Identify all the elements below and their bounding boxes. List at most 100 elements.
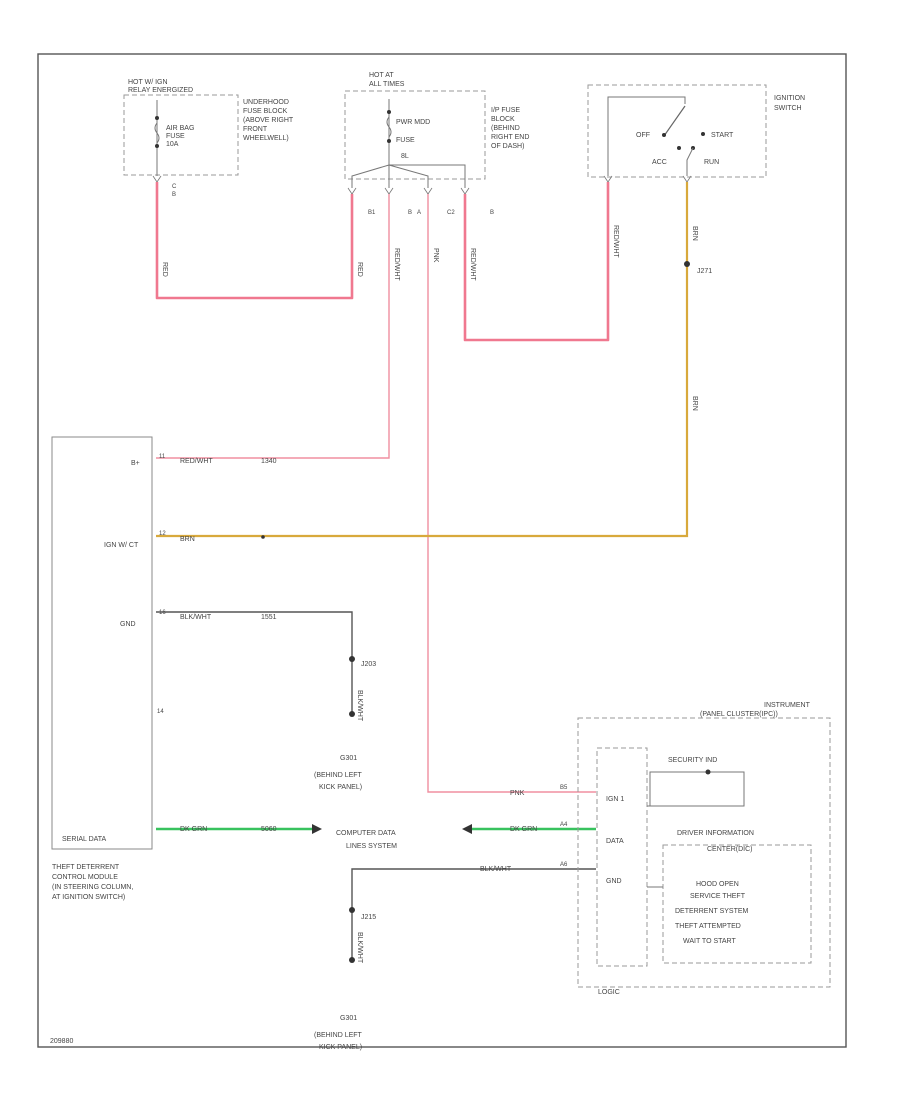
ip-fuse-label2: FUSE xyxy=(396,137,415,144)
wire-label-yel-a: BRN xyxy=(691,226,698,241)
ground1-wire-label: BLK/WHT xyxy=(356,690,363,722)
relay-location2: FUSE BLOCK xyxy=(243,108,288,115)
ip-hot-label2: ALL TIMES xyxy=(369,81,405,88)
module-wire-b1: BRN xyxy=(180,536,195,543)
arrow-data-right xyxy=(312,824,322,834)
ipc-pin-n2: A4 xyxy=(560,822,568,828)
ip-pin-4: C2 xyxy=(447,210,455,216)
security-ind-label: SECURITY IND xyxy=(668,757,717,764)
module-pin-gnd: GND xyxy=(120,621,136,628)
wire-ip-to-ignition xyxy=(463,182,610,342)
ipc-pin-ign: IGN 1 xyxy=(606,796,624,803)
module-pin-serial: SERIAL DATA xyxy=(62,836,107,843)
ip-pin-1: B1 xyxy=(368,210,376,216)
wire-ip-to-module-bplus xyxy=(156,194,390,459)
ipc-pin-data: DATA xyxy=(606,838,624,845)
module-wire-d2: 5060 xyxy=(261,826,277,833)
wire-ipc-ground xyxy=(351,868,596,958)
relay-hot-label: HOT W/ IGN xyxy=(128,79,168,86)
relay-location5: WHEELWELL) xyxy=(243,135,289,142)
module-pin-num-c: 16 xyxy=(159,610,166,616)
module-title4: AT IGNITION SWITCH) xyxy=(52,894,125,901)
ground2-name: G301 xyxy=(340,1015,357,1022)
wire-relay-to-ip xyxy=(155,182,354,300)
wire-ip-to-ipc-ign xyxy=(427,194,596,793)
dic-msg4: THEFT ATTEMPTED xyxy=(675,923,741,930)
theft-deterrent-module: B+ IGN W/ CT GND SERIAL DATA 11 12 16 14… xyxy=(51,436,277,901)
module-wire-a1: RED/WHT xyxy=(180,458,213,465)
ipc-pin-gnd: GND xyxy=(606,878,622,885)
module-wire-c1: BLK/WHT xyxy=(180,614,212,621)
module-pin-ign: IGN W/ CT xyxy=(104,542,139,549)
security-indicator-lamp xyxy=(705,769,711,775)
splice-j203 xyxy=(349,656,355,662)
ground2-loc1: (BEHIND LEFT xyxy=(314,1032,363,1039)
module-wire-c2: 1551 xyxy=(261,614,277,621)
wire-label-pink-d: PNK xyxy=(432,248,439,263)
ignition-pos-run: RUN xyxy=(704,159,719,166)
ipc-title1: INSTRUMENT xyxy=(764,702,811,709)
ip-fuse-label3: 8L xyxy=(401,153,409,160)
data-lines-label1: COMPUTER DATA xyxy=(336,830,396,837)
relay-location3: (ABOVE RIGHT xyxy=(243,117,294,124)
underhood-fuse-block: HOT W/ IGN RELAY ENERGIZED AIR BAG FUSE … xyxy=(123,79,294,198)
wire-label-red-b: RED xyxy=(356,262,363,277)
ignition-pos-acc: ACC xyxy=(652,159,667,166)
module-title3: (IN STEERING COLUMN, xyxy=(52,884,133,891)
relay-pin-b: B xyxy=(172,192,176,198)
ground2-wire-label: BLK/WHT xyxy=(356,932,363,964)
diagram-frame xyxy=(37,53,847,1048)
module-wire-a2: 1340 xyxy=(261,458,277,465)
ipc-corner-label: LOGIC xyxy=(598,989,620,996)
relay-fuse-label2: FUSE xyxy=(166,133,185,140)
relay-pin-a: C xyxy=(172,184,177,190)
ignition-label1: IGNITION xyxy=(774,95,805,102)
ipc-wire-pnk: PNK xyxy=(510,790,525,797)
ip-hot-label: HOT AT xyxy=(369,72,394,79)
ip-location3: (BEHIND xyxy=(491,125,520,132)
ipc-wire-grn: DK GRN xyxy=(510,826,537,833)
ground2-terminal xyxy=(349,957,355,963)
ignition-label2: SWITCH xyxy=(774,105,802,112)
ground1-terminal xyxy=(349,711,355,717)
ipc-wire-blk: BLK/WHT xyxy=(480,866,512,873)
module-title1: THEFT DETERRENT xyxy=(52,864,120,871)
wire-label-red-c: RED/WHT xyxy=(393,248,400,281)
wire-label-yel-b: BRN xyxy=(691,396,698,411)
splice-label-j215: J215 xyxy=(361,914,376,921)
ignition-pos-start: START xyxy=(711,132,734,139)
wire-label-red-f: RED/WHT xyxy=(612,225,619,258)
module-wire-b-marker xyxy=(261,535,265,539)
ip-pin-2: B xyxy=(408,210,412,216)
wire-module-ground xyxy=(156,611,353,712)
ipc-title2: (PANEL CLUSTER(IPC)) xyxy=(700,711,778,718)
ip-pin-5: B xyxy=(490,210,494,216)
dic-msg2: SERVICE THEFT xyxy=(690,893,746,900)
relay-hot-label2: RELAY ENERGIZED xyxy=(128,87,193,94)
wire-ignition-run-to-module xyxy=(156,182,689,538)
splice-j271 xyxy=(684,261,690,267)
ground2-loc2: KICK PANEL) xyxy=(319,1044,362,1051)
ip-location5: OF DASH) xyxy=(491,143,524,150)
instrument-panel-cluster: INSTRUMENT (PANEL CLUSTER(IPC)) IGN 1 DA… xyxy=(480,702,831,996)
dic-msg3: DETERRENT SYSTEM xyxy=(675,908,749,915)
module-pin-num-d: 14 xyxy=(157,709,164,715)
dic-msg5: WAIT TO START xyxy=(683,938,736,945)
ip-location4: RIGHT END xyxy=(491,134,529,141)
module-wire-d1: DK GRN xyxy=(180,826,207,833)
relay-fuse-label1: AIR BAG xyxy=(166,125,194,132)
ground1-loc1: (BEHIND LEFT xyxy=(314,772,363,779)
relay-location1: UNDERHOOD xyxy=(243,99,289,106)
ip-fuse-label1: PWR MDD xyxy=(396,119,430,126)
arrow-data-left xyxy=(462,824,472,834)
dic-msg1: HOOD OPEN xyxy=(696,881,739,888)
ground1-name: G301 xyxy=(340,755,357,762)
data-lines-label2: LINES SYSTEM xyxy=(346,843,397,850)
module-pin-num-a: 11 xyxy=(159,454,166,460)
relay-fuse-label3: 10A xyxy=(166,141,179,148)
module-pin-num-b: 12 xyxy=(159,531,166,537)
ip-pin-3: A xyxy=(417,210,421,216)
module-pin-bplus: B+ xyxy=(131,460,140,467)
ground1-loc2: KICK PANEL) xyxy=(319,784,362,791)
